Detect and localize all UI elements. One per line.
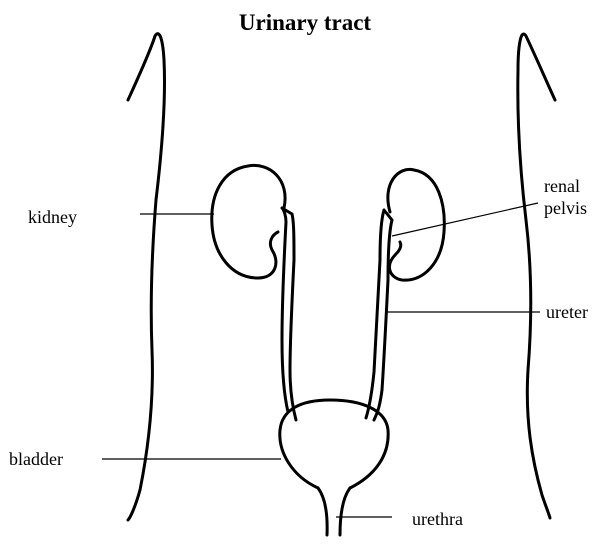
urethra-label: urethra: [412, 508, 463, 530]
right-kidney: [388, 169, 444, 280]
renal-pelvis-label-line1: renal: [544, 175, 580, 197]
body-outline-left: [128, 34, 165, 520]
left-kidney: [212, 165, 285, 278]
body-outline-right: [518, 34, 555, 518]
bladder: [280, 400, 388, 488]
left-ureter: [282, 208, 296, 420]
bladder-label: bladder: [9, 448, 63, 470]
urethra: [318, 488, 350, 535]
renal-pelvis-leader-line: [392, 203, 538, 236]
ureter-label: ureter: [546, 301, 588, 323]
renal-pelvis-label-line2: pelvis: [544, 197, 587, 219]
right-ureter: [366, 210, 392, 420]
kidney-label: kidney: [28, 206, 77, 228]
